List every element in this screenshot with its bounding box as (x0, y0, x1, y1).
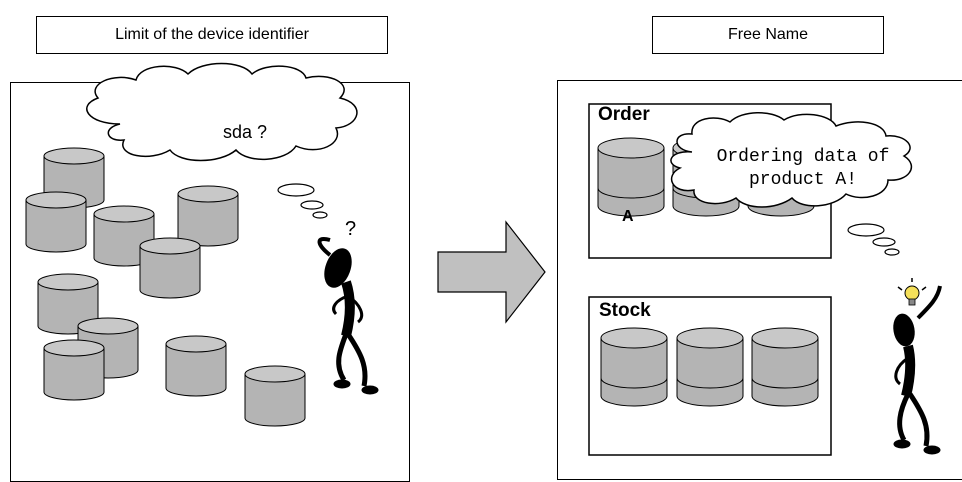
stock-label: Stock (599, 300, 651, 321)
question-mark: ? (345, 218, 357, 240)
disk-icon (244, 365, 306, 427)
left-thought-text: sda ? (222, 122, 268, 142)
thinking-stick-figure-icon (893, 285, 942, 455)
disk-icon (177, 185, 239, 247)
right-title: Free Name (727, 26, 809, 43)
disk-icon (597, 137, 665, 217)
left-thought-cloud (86, 62, 358, 219)
arrow-right-icon (437, 220, 546, 324)
disk-icon (43, 339, 105, 401)
right-thought-cloud (670, 112, 912, 256)
order-disk-label: A (622, 208, 634, 225)
right-title-box: Free Name (652, 16, 884, 54)
disk-icon (139, 237, 201, 299)
disk-icon (751, 327, 819, 407)
left-disk-cluster (25, 147, 306, 427)
order-label: Order (598, 104, 650, 125)
confused-stick-figure-icon (317, 237, 379, 395)
left-title: Limit of the device identifier (115, 26, 309, 43)
right-thought-text: Ordering data of product A! (688, 146, 918, 192)
left-title-box: Limit of the device identifier (36, 16, 388, 54)
right-thought-line-1: Ordering data of (716, 147, 890, 167)
disk-icon (25, 191, 87, 253)
stock-group (588, 296, 832, 456)
disk-icon (676, 327, 744, 407)
disk-icon (165, 335, 227, 397)
disk-icon (600, 327, 668, 407)
lightbulb-icon (897, 278, 927, 306)
right-thought-line-2: product A! (748, 170, 858, 190)
